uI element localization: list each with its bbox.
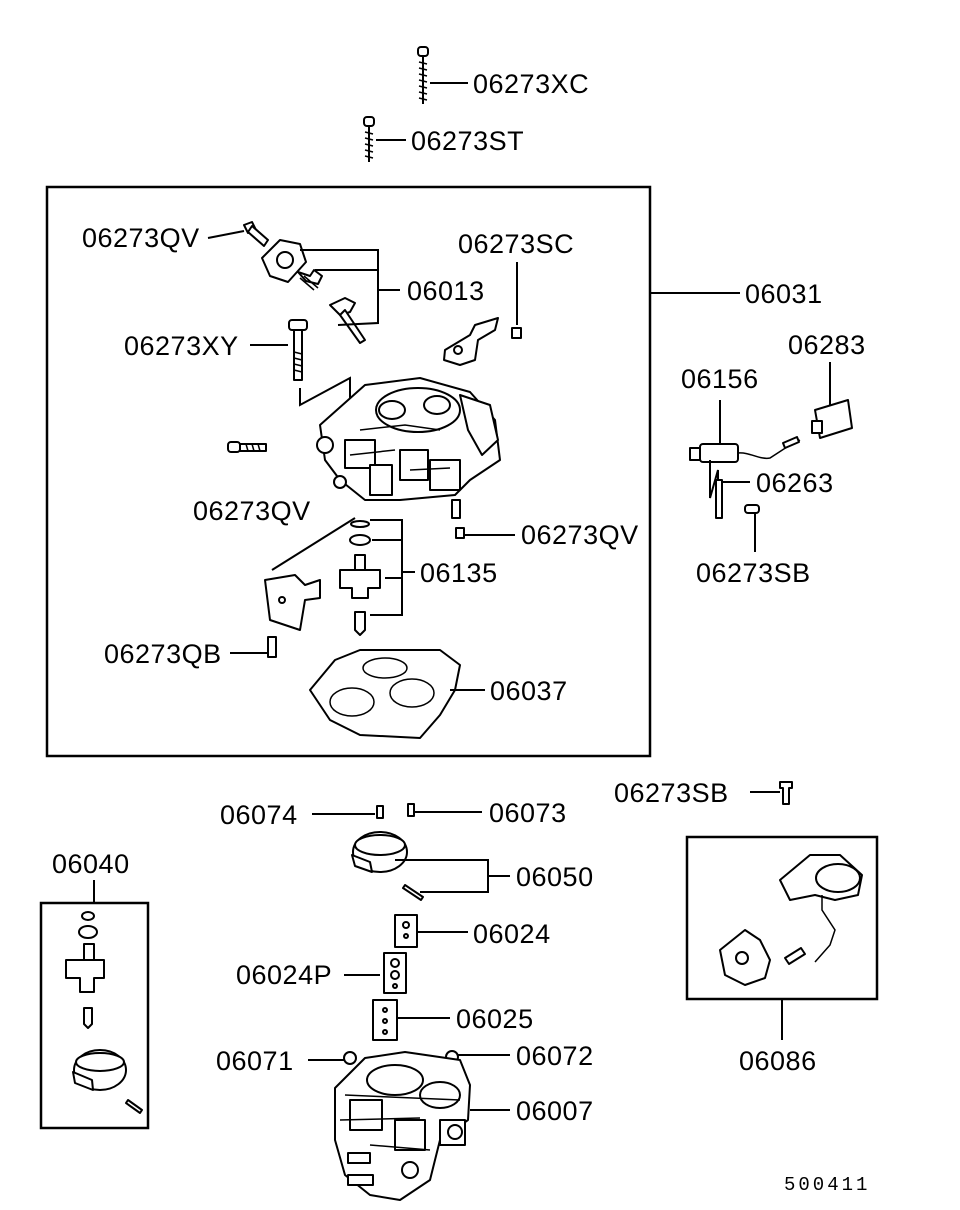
label-06024P: 06024P <box>236 960 332 990</box>
screw-06273QV-right <box>455 527 515 539</box>
label-06273QV-right: 06273QV <box>521 520 639 550</box>
carburetor-top-body <box>316 377 501 519</box>
label-06031: 06031 <box>745 279 823 309</box>
label-06025: 06025 <box>456 1004 534 1034</box>
carburetor-main-body-06007 <box>334 1051 510 1201</box>
bolt-06273XY <box>250 319 351 407</box>
screw-06273SB-upper <box>744 504 760 552</box>
label-06135: 06135 <box>420 558 498 588</box>
label-06050: 06050 <box>516 862 594 892</box>
screw-06273XC <box>417 46 468 104</box>
label-06273QB: 06273QB <box>104 639 222 669</box>
label-06273SB-upper: 06273SB <box>696 558 811 588</box>
label-06273ST: 06273ST <box>411 126 524 156</box>
label-06273QV-top: 06273QV <box>82 223 200 253</box>
jet-block-06024 <box>394 914 468 948</box>
plug-06071 <box>308 1051 357 1065</box>
label-06073: 06073 <box>489 798 567 828</box>
label-06072: 06072 <box>516 1041 594 1071</box>
carburetor-assembly-frame <box>45 185 652 758</box>
float-kit-06040 <box>65 880 143 1114</box>
screw-06273QV-left <box>227 441 267 453</box>
label-06074: 06074 <box>220 800 298 830</box>
label-06086: 06086 <box>739 1046 817 1076</box>
bracket-06273SC <box>443 262 522 366</box>
connector-06283 <box>811 362 853 439</box>
throttle-lever-06013 <box>261 239 366 344</box>
jet-06073 <box>407 803 482 817</box>
label-06273SC: 06273SC <box>458 229 574 259</box>
label-06156: 06156 <box>681 364 759 394</box>
gasket-06037 <box>309 649 485 739</box>
figure-number: 500411 <box>784 1174 870 1196</box>
label-06273XC: 06273XC <box>473 69 589 99</box>
needle-valve-06135 <box>339 519 415 636</box>
diaphragm-kit-06086 <box>719 781 863 1040</box>
jet-block-06025 <box>372 999 450 1041</box>
label-06273XY: 06273XY <box>124 331 239 361</box>
label-06024: 06024 <box>473 919 551 949</box>
label-06071: 06071 <box>216 1046 294 1076</box>
bracket-06273QB <box>230 517 356 658</box>
jet-block-06024P <box>344 952 407 994</box>
label-06273SB-lower: 06273SB <box>614 778 729 808</box>
label-06037: 06037 <box>490 676 568 706</box>
screw-06273QV-top <box>207 221 269 247</box>
leader-06013 <box>300 249 400 326</box>
solenoid-06156 <box>689 400 801 519</box>
float-06050 <box>351 831 510 901</box>
label-06013: 06013 <box>407 276 485 306</box>
label-06040: 06040 <box>52 849 130 879</box>
label-06283: 06283 <box>788 330 866 360</box>
label-06263: 06263 <box>756 468 834 498</box>
label-06007: 06007 <box>516 1096 594 1126</box>
jet-06074 <box>312 805 384 819</box>
diaphragm-kit-frame <box>685 835 879 1001</box>
label-06273QV-mid: 06273QV <box>193 496 311 526</box>
screw-06273ST <box>363 116 406 162</box>
